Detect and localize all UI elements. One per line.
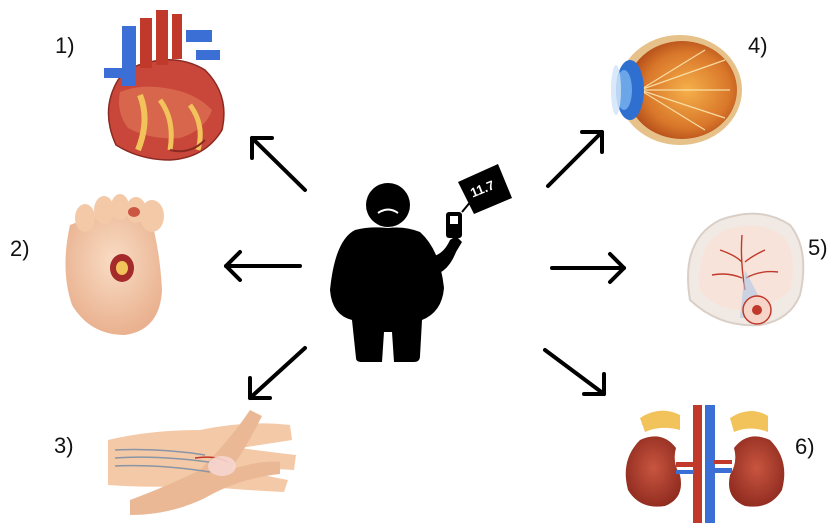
label-hands: 3) [54, 435, 74, 457]
label-heart: 1) [55, 35, 75, 57]
foot-ulcer-icon [65, 194, 164, 335]
eye-icon [611, 35, 742, 145]
glucose-meter-icon [446, 164, 512, 238]
heart-icon [104, 10, 224, 160]
label-kidneys: 6) [795, 436, 815, 458]
kidneys-icon [626, 405, 785, 523]
arrow-to-eye [548, 132, 602, 186]
brain-icon [688, 214, 803, 326]
arrow-to-foot [226, 252, 300, 280]
obese-person-icon [330, 183, 462, 362]
arrow-to-heart [252, 138, 305, 190]
label-foot: 2) [10, 238, 30, 260]
label-brain: 5) [808, 237, 828, 259]
arrow-to-kidneys [545, 350, 604, 394]
label-eye: 4) [748, 35, 768, 57]
hand-nerve-icon [108, 410, 296, 515]
arrow-to-brain [552, 254, 624, 282]
arrow-to-hands [250, 348, 305, 398]
